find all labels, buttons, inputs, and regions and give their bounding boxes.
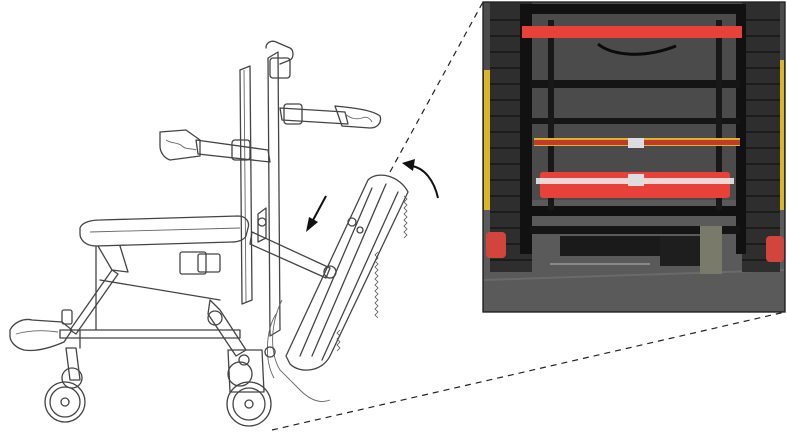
track-closeup-photo (482, 1, 786, 313)
diagonal-brace (249, 207, 337, 279)
down-left-arrow-icon (306, 195, 327, 232)
footrest (9, 309, 73, 352)
chair-seat (79, 215, 250, 275)
lower-frame (59, 245, 247, 357)
rear-wheel (226, 349, 272, 427)
front-caster-wheel (44, 347, 86, 423)
track-assembly (264, 174, 409, 402)
middle-handle (159, 129, 271, 163)
curved-rotation-arrow-icon (402, 159, 439, 199)
chair-back-frame (239, 40, 294, 337)
upper-handle (279, 103, 382, 129)
stair-chair-line-drawing (9, 40, 409, 427)
